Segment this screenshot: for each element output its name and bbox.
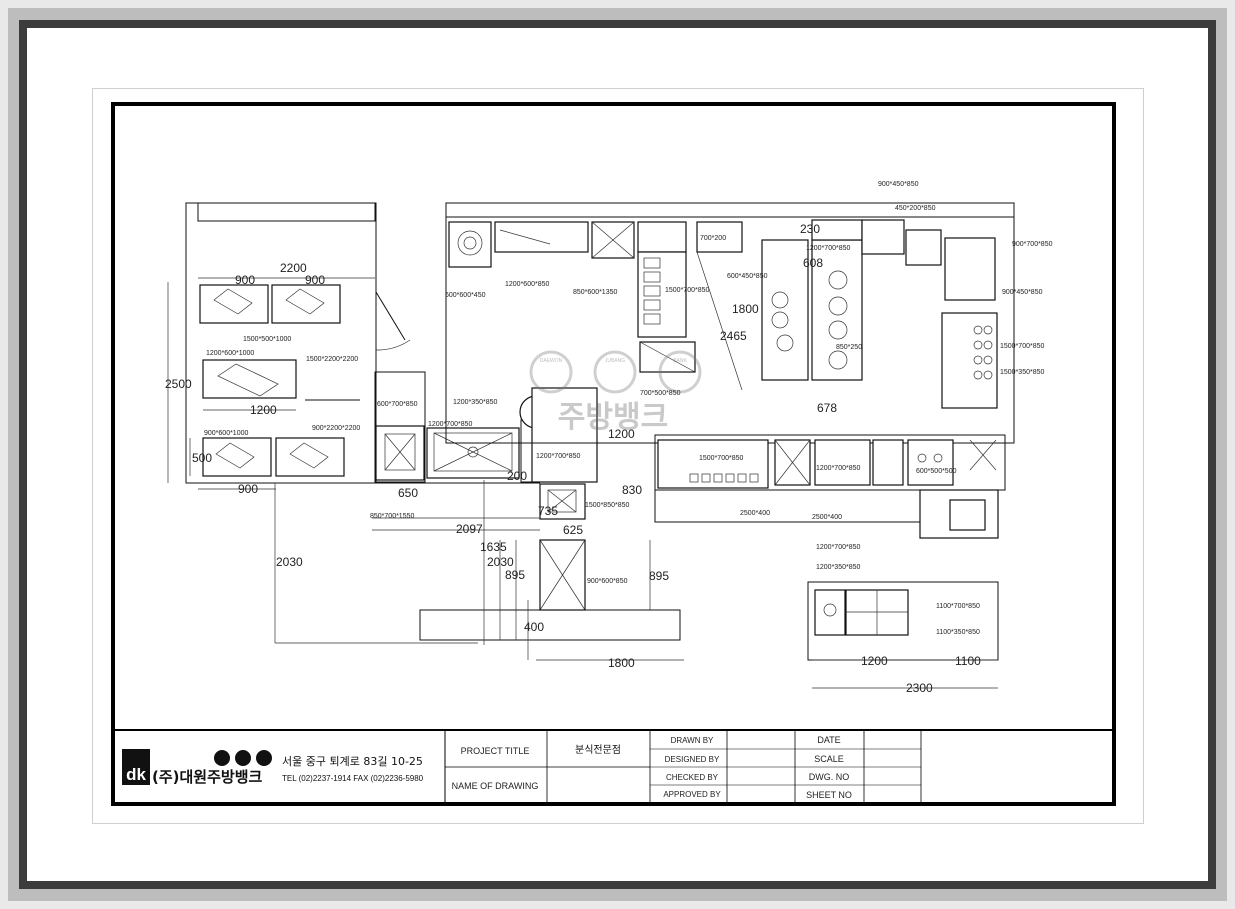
date-label: DATE <box>817 735 840 745</box>
company-name: (주)대원주방뱅크 <box>152 768 263 786</box>
equipment-spec-label: 900*600*1000 <box>204 430 248 437</box>
dimension-label: 895 <box>649 569 669 583</box>
designed-by-label: DESIGNED BY <box>665 755 720 764</box>
dimension-label: 678 <box>817 401 837 415</box>
equipment-spec-label: 1100*350*850 <box>936 629 980 636</box>
equipment-spec-label: 600*500*500 <box>916 468 957 475</box>
dimension-label: 830 <box>622 483 642 497</box>
dimension-label: 230 <box>800 222 820 236</box>
dimension-label: 2200 <box>280 261 307 275</box>
equipment-spec-label: 900*2200*2200 <box>312 425 360 432</box>
equipment-spec-label: 1500*700*850 <box>699 455 743 462</box>
dimension-label: 625 <box>563 523 583 537</box>
equipment-spec-label: 1500*350*850 <box>1000 369 1044 376</box>
dimension-label: 2500 <box>165 377 192 391</box>
equipment-spec-label: 850*600*1350 <box>573 289 617 296</box>
dining-area <box>167 202 540 644</box>
equipment-spec-label: 1200*700*850 <box>536 453 580 460</box>
equipment-spec-label: 900*700*850 <box>1012 241 1053 248</box>
equipment-spec-label: 700*500*850 <box>640 390 681 397</box>
equipment-spec-label: 1500*2200*2200 <box>306 356 358 363</box>
equipment-spec-label: 1200*600*850 <box>505 281 549 288</box>
equipment-spec-label: 1200*350*850 <box>816 564 860 571</box>
brand-icons <box>214 750 272 766</box>
dimension-label: 400 <box>524 620 544 634</box>
company-logo <box>122 749 150 785</box>
dimension-label: 2300 <box>906 681 933 695</box>
equipment-spec-label: 900*450*850 <box>1002 289 1043 296</box>
equipment-spec-label: 1500*500*1000 <box>243 336 291 343</box>
equipment-spec-label: 1500*700*850 <box>665 287 709 294</box>
sheet-no-label: SHEET NO <box>806 790 852 800</box>
drawing-border <box>111 102 1116 806</box>
dimension-label: 650 <box>398 486 418 500</box>
equipment-spec-label: 600*450*850 <box>727 273 768 280</box>
dimension-label: 2465 <box>720 329 747 343</box>
equipment-spec-label: 850*250 <box>836 344 862 351</box>
dimension-label: 2097 <box>456 522 483 536</box>
logo-mark: dk <box>126 765 146 784</box>
dimension-label: 200 <box>507 469 527 483</box>
company-address: 서울 중구 퇴계로 83길 10-25 <box>282 755 423 768</box>
dimension-label: 1200 <box>861 654 888 668</box>
bottom-right-station <box>807 581 999 689</box>
dimension-label: 900 <box>235 273 255 287</box>
dimension-label: 1200 <box>250 403 277 417</box>
dimension-label: 900 <box>305 273 325 287</box>
watermark-label: BANK <box>673 358 687 364</box>
dimension-label: 1200 <box>608 427 635 441</box>
equipment-spec-label: 850*700*1550 <box>370 513 414 520</box>
control-knobs <box>689 473 759 483</box>
equipment-spec-label: 1100*700*850 <box>936 603 980 610</box>
dimension-label: 1800 <box>732 302 759 316</box>
dimension-label: 1100 <box>955 654 981 668</box>
equipment-spec-label: 1200*350*850 <box>453 399 497 406</box>
equipment-spec-label: 2500*400 <box>740 510 770 517</box>
dimension-label: 900 <box>238 482 258 496</box>
project-title-value: 분식전문점 <box>575 744 621 756</box>
equipment-spec-label: 1200*700*850 <box>816 544 860 551</box>
drawer-units <box>643 257 661 325</box>
watermark-brand: 주방뱅크 <box>558 400 668 435</box>
equipment-spec-label: 1500*700*850 <box>1000 343 1044 350</box>
dimension-label: 1800 <box>608 656 635 670</box>
burner-row <box>973 325 993 380</box>
equipment-spec-label: 450*200*850 <box>895 205 936 212</box>
dimension-label: 895 <box>505 568 525 582</box>
drawn-by-label: DRAWN BY <box>671 736 714 745</box>
dimension-label: 2030 <box>487 555 514 569</box>
watermark-label: DAEWON <box>540 358 563 364</box>
equipment-spec-label: 700*200 <box>700 235 726 242</box>
equipment-spec-label: 1200*700*850 <box>806 245 850 252</box>
equipment-spec-label: 1200*700*850 <box>428 421 472 428</box>
dimension-label: 608 <box>803 256 823 270</box>
main-kitchen <box>445 202 1015 539</box>
dimension-label: 1635 <box>480 540 507 554</box>
equipment-spec-labels: 1500*500*1000 1200*600*1000 1500*2200*2200… <box>204 181 1053 636</box>
approved-by-label: APPROVED BY <box>663 790 721 799</box>
scale-label: SCALE <box>814 754 844 764</box>
dimension-label: 2030 <box>276 555 303 569</box>
equipment-spec-label: 2500*400 <box>812 514 842 521</box>
title-block: dk (주)대원주방뱅크 서울 중구 퇴계로 83길 10-25 TEL (02… <box>113 729 1114 804</box>
equipment-spec-label: 900*600*850 <box>587 578 628 585</box>
equipment-spec-label: 600*600*450 <box>445 292 486 299</box>
name-of-drawing-label: NAME OF DRAWING <box>452 781 539 791</box>
equipment-spec-label: 600*700*850 <box>377 401 418 408</box>
dwg-no-label: DWG. NO <box>809 772 850 782</box>
watermark-label: JUBANG <box>605 358 625 364</box>
checked-by-label: CHECKED BY <box>666 773 719 782</box>
equipment-spec-label: 1200*600*1000 <box>206 350 254 357</box>
dimension-label: 500 <box>192 451 212 465</box>
project-title-label: PROJECT TITLE <box>461 746 530 756</box>
sink-area <box>372 371 684 661</box>
watermark: 주방뱅크 DAEWON JUBANG BANK <box>529 350 702 435</box>
equipment-spec-label: 900*450*850 <box>878 181 919 188</box>
company-contact: TEL (02)2237-1914 FAX (02)2236-5980 <box>282 774 424 783</box>
equipment-spec-label: 1200*700*850 <box>816 465 860 472</box>
dimension-label: 735 <box>538 504 558 518</box>
equipment-spec-label: 1500*850*850 <box>585 502 629 509</box>
